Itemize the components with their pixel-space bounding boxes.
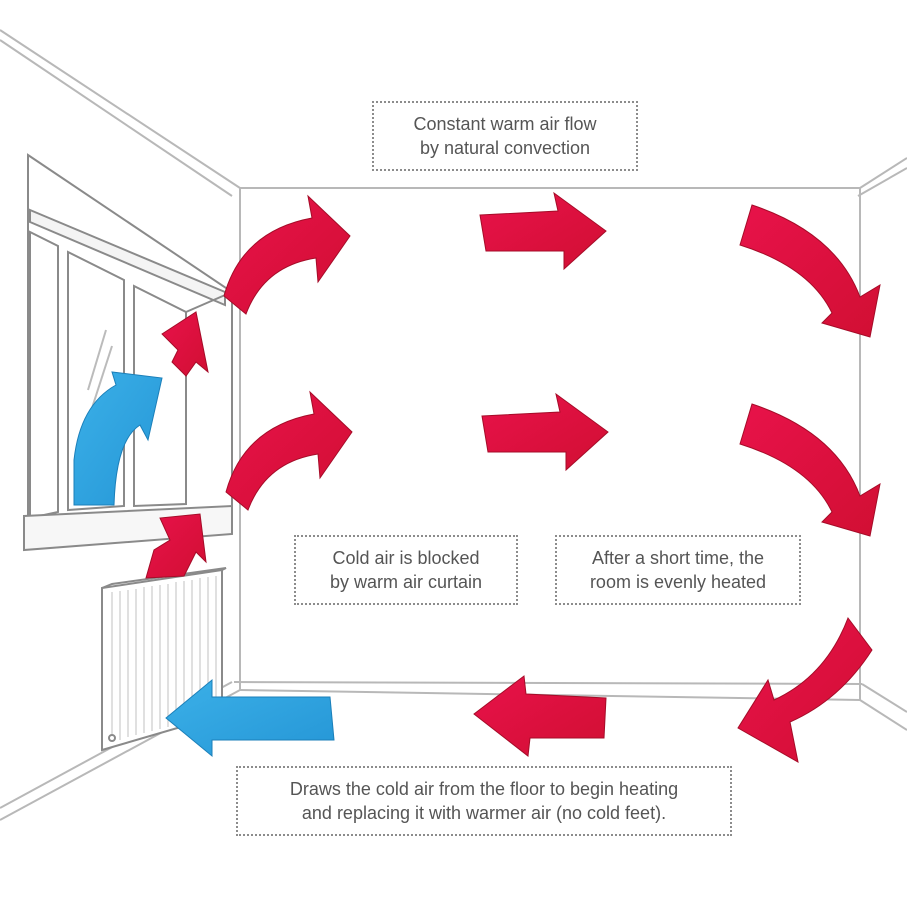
warm-air-arrow-icon [223,195,351,315]
warm-air-arrow-icon [473,675,607,757]
warm-air-arrow-icon [225,391,353,511]
label-bottom-line-1: Draws the cold air from the floor to beg… [289,779,679,799]
label-evenly-heated-line-1: After a short time, the [591,548,765,568]
cold-air-arrow-icon [165,678,335,758]
label-top-line-1: Constant warm air flow [413,114,597,134]
label-cold-blocked-line-1: Cold air is blocked [332,548,480,568]
warm-air-arrow-icon [161,311,209,377]
label-bottom: Draws the cold air from the floor to beg… [236,766,732,836]
label-evenly-heated-line-2: room is evenly heated [589,572,767,592]
warm-air-arrow-icon [145,513,207,579]
warm-air-arrow-icon [479,192,607,270]
label-evenly-heated: After a short time, the room is evenly h… [555,535,801,605]
label-top: Constant warm air flow by natural convec… [372,101,638,171]
label-bottom-line-2: and replacing it with warmer air (no col… [301,803,667,823]
cold-air-arrow-icon [73,371,163,506]
warm-air-arrow-icon [737,616,873,763]
label-cold-blocked: Cold air is blocked by warm air curtain [294,535,518,605]
label-cold-blocked-line-2: by warm air curtain [329,572,483,592]
label-top-line-2: by natural convection [419,138,591,158]
warm-air-arrow-icon [481,393,609,471]
